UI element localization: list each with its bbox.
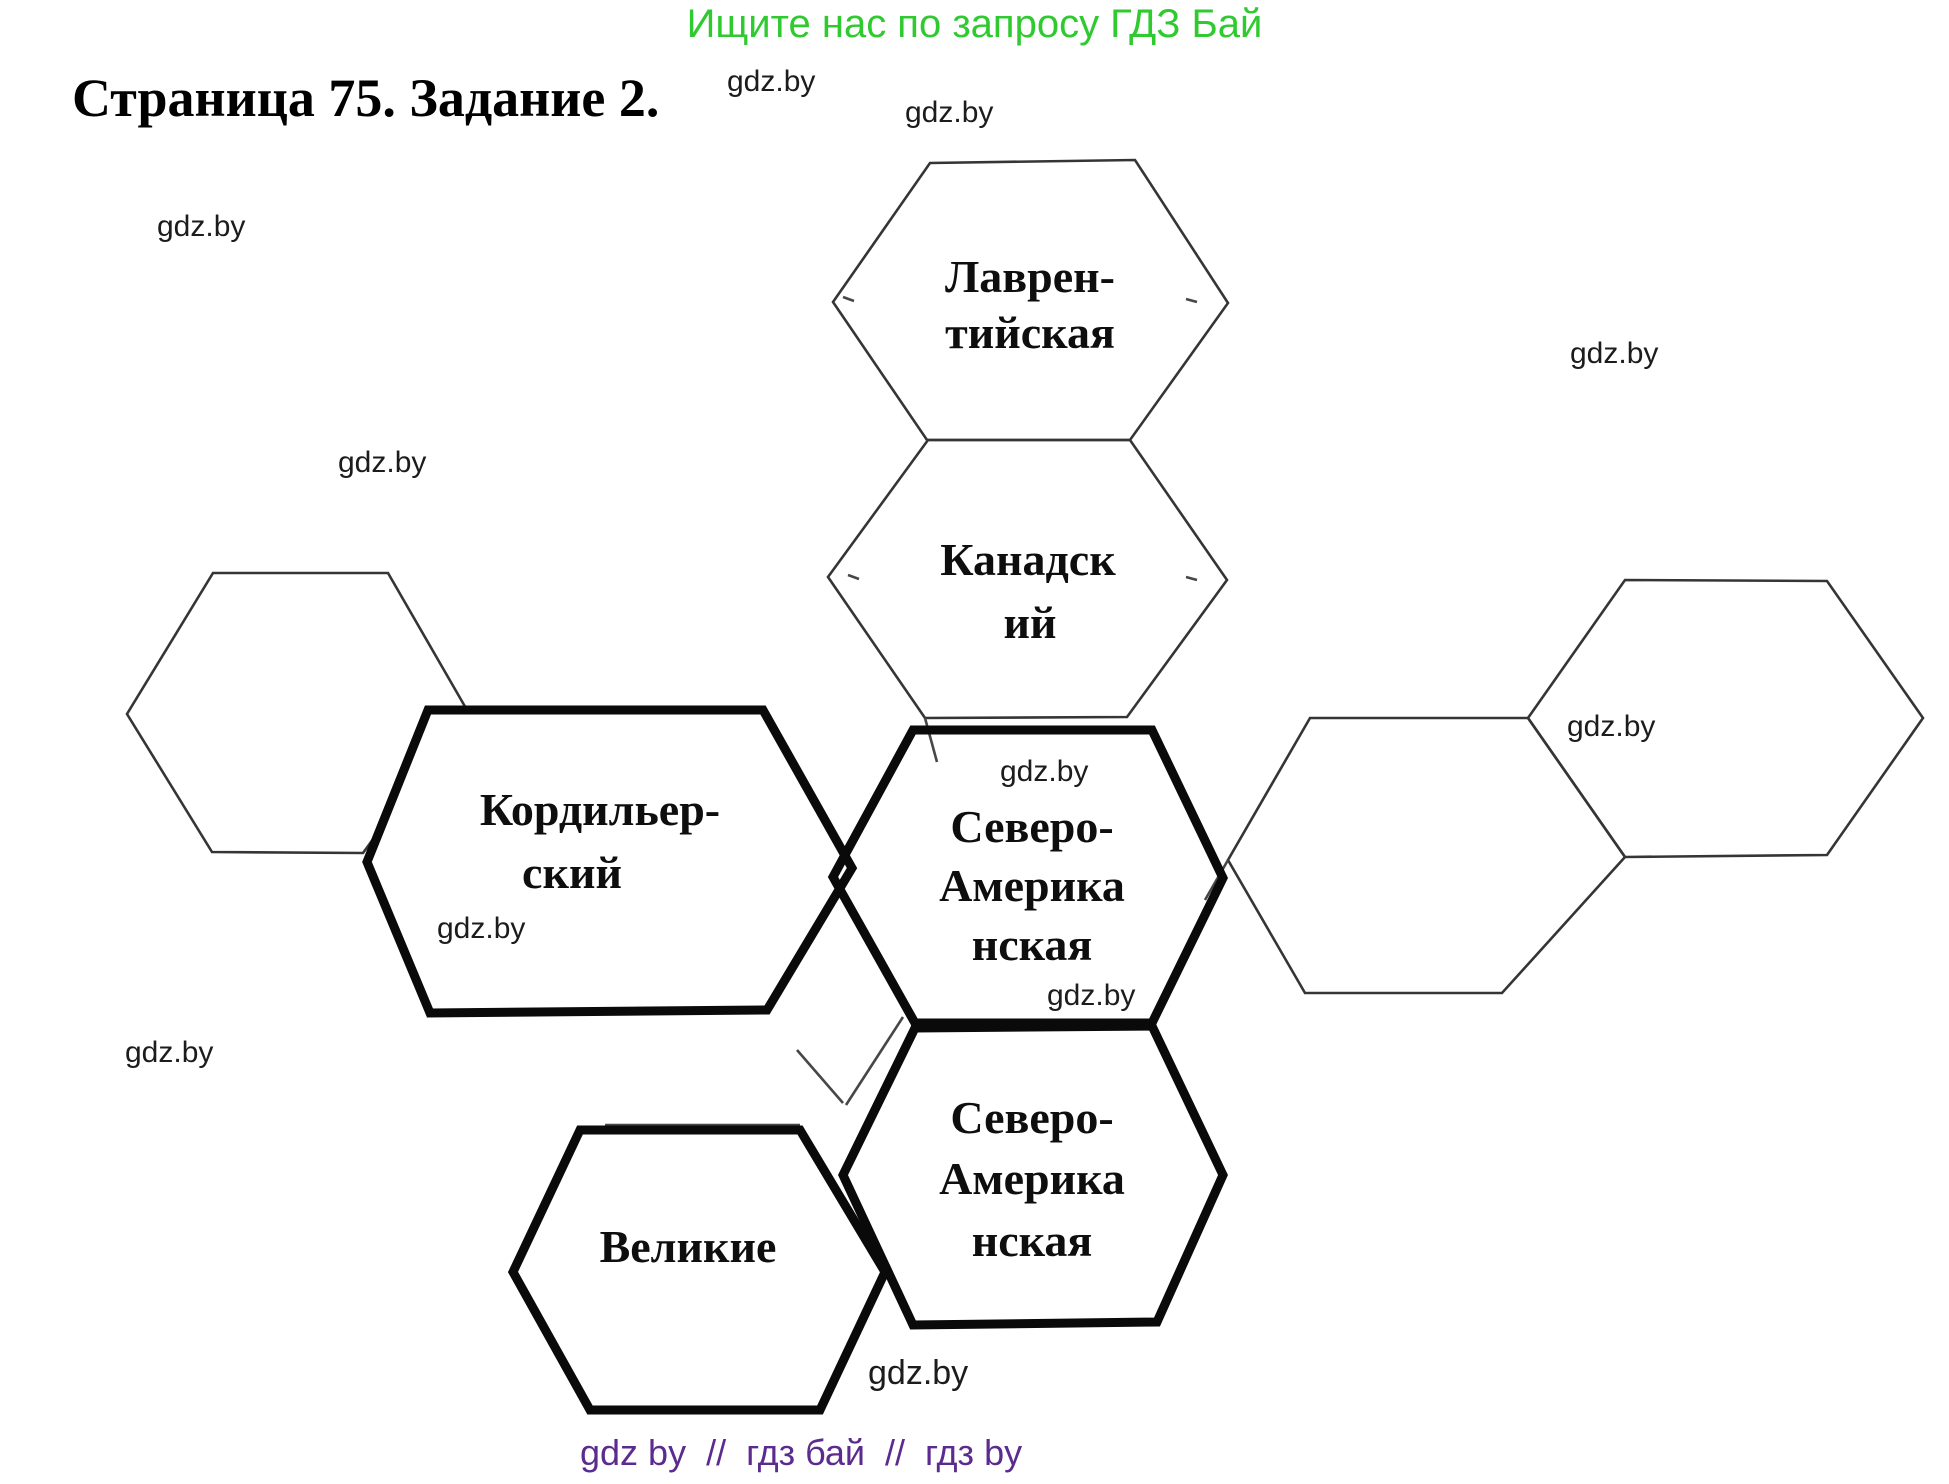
promo-banner: Ищите нас по запросу ГДЗ Бай	[686, 2, 1263, 46]
scan-artifact-line-4	[1203, 859, 1230, 901]
scan-artifact-line-7	[1185, 297, 1198, 304]
hex-velikie-fill	[513, 1130, 885, 1410]
gdz-watermark-3: gdz.by	[1570, 337, 1658, 370]
gdz-watermark-4: gdz.by	[338, 446, 426, 479]
gdz-watermark-2: gdz.by	[157, 210, 245, 243]
scan-artifact-line-3	[923, 717, 939, 763]
hex-kordilyersky-label: Кордильер-ский	[480, 784, 720, 898]
gdz-watermark-5: gdz.by	[1567, 710, 1655, 743]
hex-velikie-label: Великие	[600, 1221, 777, 1272]
hex-right-lower-empty-outline	[1226, 716, 1627, 995]
hex-kanadsky-outline	[826, 438, 1229, 720]
hex-severo-amerikanskaya-upper-fill	[833, 730, 1223, 1023]
scan-artifact-line-8	[1185, 575, 1198, 582]
scan-artifact-line-2	[796, 1049, 844, 1104]
gdz-watermark-0: gdz.by	[727, 65, 815, 98]
gdz-watermark-9: gdz.by	[868, 1354, 968, 1392]
hex-kordilyersky-fill	[367, 710, 852, 1013]
hex-severo-amerikanskaya-lower-fill	[843, 1026, 1223, 1325]
hex-kordilyersky-outline	[362, 705, 858, 1018]
page-title: Страница 75. Задание 2.	[72, 68, 660, 128]
hex-left-empty-outline	[125, 571, 469, 855]
gdz-watermark-6: gdz.by	[1000, 755, 1088, 788]
gdz-watermark-1: gdz.by	[905, 96, 993, 129]
gdz-watermark-10: gdz.by	[125, 1036, 213, 1069]
hex-velikie-outline	[507, 1125, 891, 1415]
scan-artifact-line-5	[842, 295, 855, 303]
hex-lavrentiyskaya-label: Лаврен-тийская	[945, 251, 1115, 358]
scan-artifact-line-1	[844, 1016, 905, 1106]
footer-links: gdz by // гдз бай // гдз by	[580, 1432, 1023, 1473]
gdz-watermark-7: gdz.by	[1047, 979, 1135, 1012]
scan-artifact-line-6	[847, 573, 860, 581]
gdz-watermark-8: gdz.by	[437, 912, 525, 945]
hex-severo-amerikanskaya-lower-outline	[838, 1021, 1228, 1330]
